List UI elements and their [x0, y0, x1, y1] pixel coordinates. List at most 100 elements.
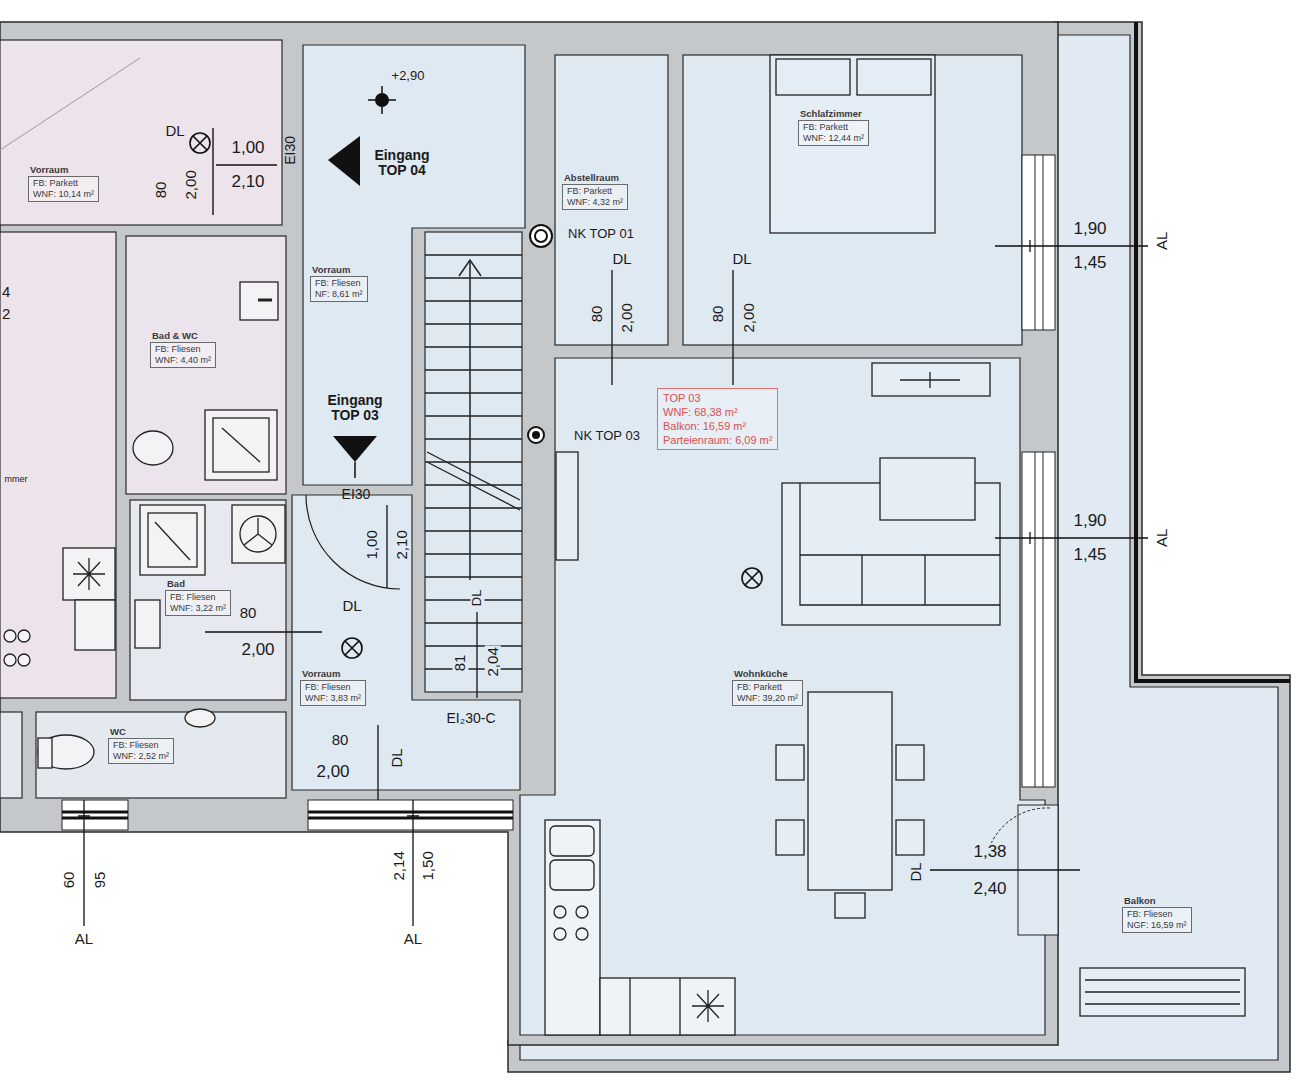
staircase: [425, 232, 522, 692]
dimension-label: AL: [1154, 529, 1170, 547]
building-walls: [0, 22, 1058, 1045]
room-stamp-table: FB: ParkettWNF: 10,14 m²: [28, 176, 99, 202]
entrance-arrow: [328, 136, 360, 186]
dimension-label: DL: [612, 251, 631, 267]
window: [1035, 452, 1043, 787]
railing: [1136, 22, 1290, 681]
room-attribute: FB: Parkett: [737, 682, 798, 693]
balcony-wall: [508, 22, 1290, 1072]
door-swing: [990, 808, 1050, 846]
window: [308, 800, 513, 830]
room-attribute: WNF: 10,14 m²: [33, 189, 94, 200]
room-stamp-table: FB: FliesenWNF: 4,40 m²: [150, 342, 216, 368]
dimension-label: 2,14: [391, 851, 407, 880]
dimension-label: DL: [165, 123, 184, 139]
stair-arrow: [459, 260, 481, 580]
dimension-label: 95: [92, 872, 108, 889]
dimension-label: AL: [404, 931, 422, 947]
room-attribute: FB: Fliesen: [170, 592, 226, 603]
dimension-label: 2,00: [241, 641, 274, 659]
room: [0, 712, 22, 798]
room-attribute: FB: Fliesen: [315, 278, 363, 289]
room-name: Bad: [165, 578, 231, 590]
dimension-label: 1,50: [420, 851, 436, 880]
entrance-label: Eingang TOP 04: [366, 148, 438, 177]
level-marker: [368, 86, 396, 114]
dimension-label: 1,38: [971, 843, 1008, 861]
door-leaf: [212, 128, 214, 215]
room-attribute: NGF: 16,59 m²: [1127, 920, 1187, 931]
room-stamp: AbstellraumFB: ParkettWNF: 4,32 m²: [562, 172, 628, 210]
dimension-label: 1,90: [1073, 220, 1106, 238]
meter-symbol: [535, 230, 547, 242]
hatch-line: [0, 58, 140, 150]
room-attribute: WNF: 3,83 m²: [305, 693, 361, 704]
area-figure: WNF: 68,38 m²: [663, 405, 772, 419]
room-stamp: VorraumFB: FliesenWNF: 3,83 m²: [300, 668, 366, 706]
room-attribute: WNF: 12,44 m²: [803, 133, 864, 144]
dimension-label: NK TOP 01: [568, 227, 634, 241]
room-stamp-table: FB: ParkettWNF: 4,32 m²: [562, 184, 628, 210]
room-stamp: VorraumFB: FliesenNF: 8,61 m²: [310, 264, 368, 302]
room-name: Vorraum: [28, 164, 99, 176]
room: [683, 55, 1022, 345]
room-attribute: FB: Parkett: [803, 122, 864, 133]
dimension-label: AL: [75, 931, 93, 947]
room-stamp-table: FB: ParkettWNF: 39,20 m²: [732, 680, 803, 706]
room-attribute: WNF: 4,40 m²: [155, 355, 211, 366]
dimension-label: 60: [61, 872, 77, 889]
room-attribute: FB: Parkett: [33, 178, 94, 189]
room-attribute: FB: Fliesen: [1127, 909, 1187, 920]
meter-symbol: [528, 427, 544, 443]
room-stamp-table: FB: FliesenWNF: 2,52 m²: [108, 738, 174, 764]
room: [36, 712, 286, 798]
dimension-label: 80: [153, 182, 169, 199]
room-stamp: BalkonFB: FliesenNGF: 16,59 m²: [1122, 895, 1192, 933]
dimension-label: 80: [240, 605, 257, 621]
dimension-label: DL: [908, 862, 924, 881]
dimension-label: DL: [342, 598, 361, 614]
room-stamp-table: FB: FliesenNGF: 16,59 m²: [1122, 907, 1192, 933]
room-attribute: WNF: 4,32 m²: [567, 197, 623, 208]
dimension-label: 1,90: [1073, 512, 1106, 530]
dimension-label: 1,45: [1073, 254, 1106, 272]
room-stamp: WCFB: FliesenWNF: 2,52 m²: [108, 726, 174, 764]
room: [0, 232, 116, 698]
room-stamp: VorraumFB: ParkettWNF: 10,14 m²: [28, 164, 99, 202]
room-attribute: FB: Parkett: [567, 186, 623, 197]
dimension-label: 2,10: [231, 173, 264, 191]
area-summary-box: TOP 03WNF: 68,38 m²Balkon: 16,59 m²Parte…: [657, 388, 778, 450]
stair-break: [427, 452, 520, 510]
dimension-line: [78, 165, 1148, 926]
dimension-label: DL: [389, 748, 405, 767]
room-name: Vorraum: [310, 264, 368, 276]
room-attribute: FB: Fliesen: [305, 682, 361, 693]
room-stamp: BadFB: FliesenWNF: 3,22 m²: [165, 578, 231, 616]
dimension-label: 4: [2, 284, 10, 300]
furniture: [556, 363, 1245, 1016]
meter-symbol: [532, 431, 540, 439]
room-stamp-table: FB: FliesenWNF: 3,83 m²: [300, 680, 366, 706]
meter-symbol: [530, 225, 552, 247]
dimension-label: 1,45: [1073, 546, 1106, 564]
room-name: WC: [108, 726, 174, 738]
room-name: Vorraum: [300, 668, 366, 680]
window: [62, 812, 128, 818]
area-figure: Parteienraum: 6,09 m²: [663, 433, 772, 447]
balcony-floor: [520, 35, 1278, 1060]
room-attribute: FB: Fliesen: [155, 344, 211, 355]
door-swing: [306, 495, 400, 589]
room-name: Bad & WC: [150, 330, 216, 342]
room-attribute: WNF: 3,22 m²: [170, 603, 226, 614]
dimension-label: 80: [710, 306, 726, 323]
room-attribute: FB: Fliesen: [113, 740, 169, 751]
room-stamp: Bad & WCFB: FliesenWNF: 4,40 m²: [150, 330, 216, 368]
room-stamp-table: FB: FliesenNF: 8,61 m²: [310, 276, 368, 302]
dimension-label: 2,00: [619, 303, 635, 332]
bed: [770, 55, 935, 233]
room-name: Wohnküche: [732, 668, 803, 680]
entrance-arrow: [354, 462, 356, 478]
dimension-label: 2,40: [971, 880, 1008, 898]
